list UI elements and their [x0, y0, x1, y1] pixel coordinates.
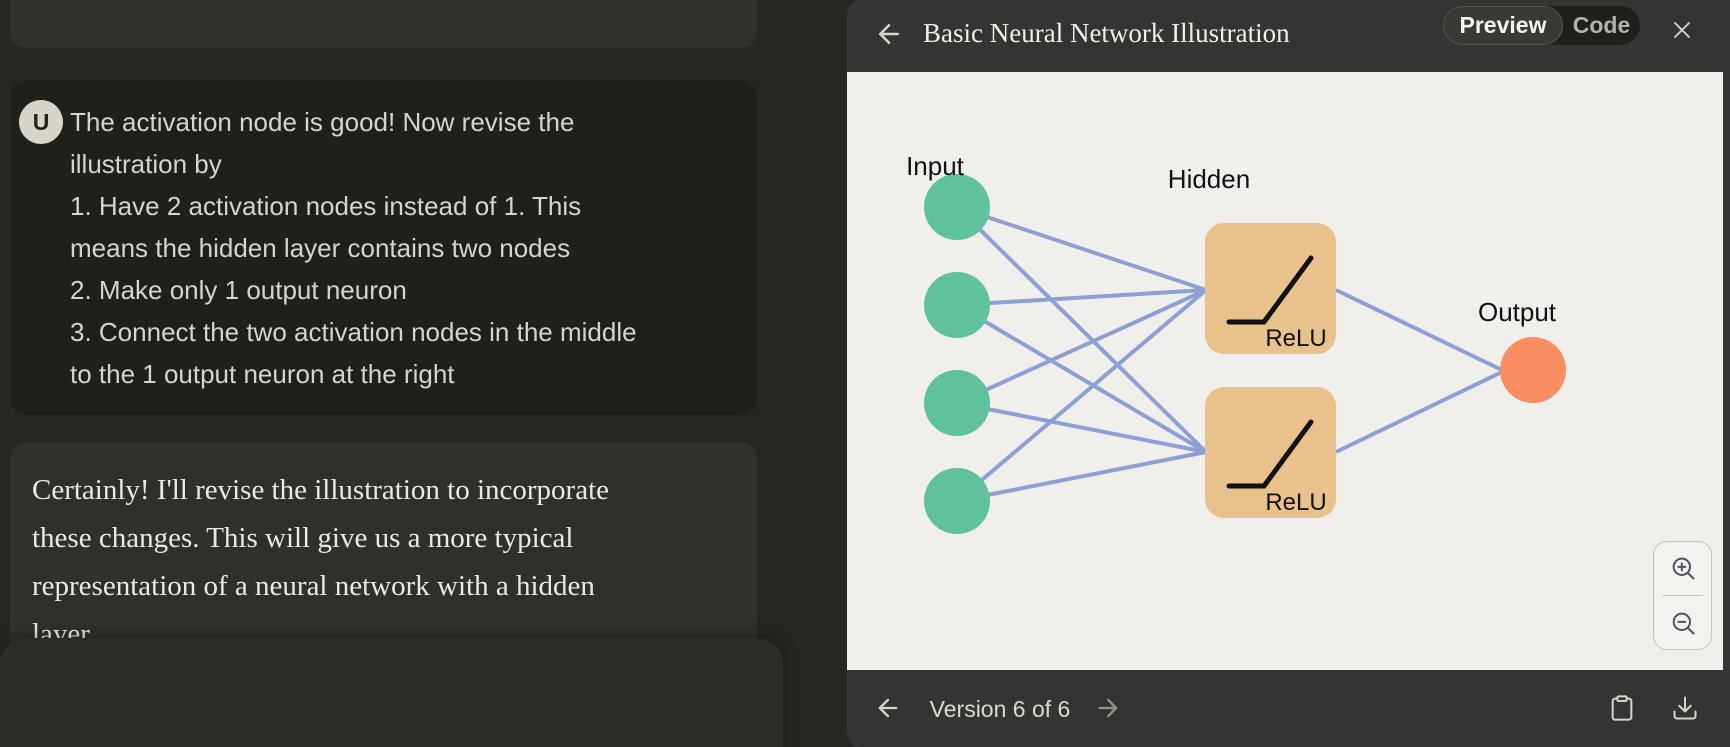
tab-code[interactable]: Code — [1572, 12, 1631, 38]
previous-assistant-message: explain any part of it in more detail! — [10, 0, 757, 48]
download-icon — [1671, 694, 1699, 722]
neural-network-diagram: Input Hidden Output ReLU ReLU — [906, 151, 1566, 534]
version-label: Version 6 of 6 — [929, 696, 1071, 722]
artifact-header: Basic Neural Network Illustration Previe… — [847, 0, 1730, 72]
assistant-message-line: these changes. This will give us a more … — [32, 522, 574, 554]
assistant-message-text: Certainly! I'll revise the illustration … — [32, 466, 609, 658]
zoom-in-icon — [1669, 554, 1697, 582]
arrow-left-icon — [874, 694, 902, 722]
connection-line — [955, 205, 1208, 454]
connection-line — [955, 288, 1208, 503]
download-button[interactable] — [1668, 691, 1702, 725]
user-avatar: U — [19, 100, 63, 144]
zoom-out-icon — [1669, 609, 1697, 637]
connection-line — [956, 401, 1207, 454]
user-message-line: means the hidden layer contains two node… — [70, 233, 571, 263]
user-message-line: 1. Have 2 activation nodes instead of 1.… — [70, 191, 582, 221]
connection-line — [956, 205, 1207, 292]
user-message-line: The activation node is good! Now revise … — [70, 107, 575, 137]
input-label: Input — [906, 151, 965, 181]
arrow-left-icon — [874, 19, 904, 49]
user-message-line: 3. Connect the two activation nodes in t… — [70, 317, 637, 347]
connection-line — [1335, 288, 1505, 373]
input-node — [924, 468, 990, 534]
arrow-right-icon — [1094, 694, 1122, 722]
user-message-line: to the 1 output neuron at the right — [70, 359, 455, 389]
preview-code-toggle: Preview Code — [1443, 6, 1640, 45]
output-node — [1500, 337, 1566, 403]
connection-line — [956, 288, 1207, 307]
connection-line — [956, 450, 1207, 503]
artifact-footer: Version 6 of 6 — [847, 670, 1730, 747]
version-previous-button[interactable] — [871, 691, 905, 725]
version-next-button[interactable] — [1091, 691, 1125, 725]
chat-column: explain any part of it in more detail! U… — [0, 0, 847, 747]
zoom-controls-divider — [1662, 594, 1703, 597]
zoom-out-button[interactable] — [1654, 596, 1711, 649]
user-message-line: 2. Make only 1 output neuron — [70, 275, 407, 305]
assistant-message-line: representation of a neural network with … — [32, 570, 595, 602]
user-message-line: illustration by — [70, 149, 222, 179]
user-message-bubble: U The activation node is good! Now revis… — [10, 80, 757, 415]
close-icon — [1668, 16, 1696, 44]
relu-label: ReLU — [1265, 489, 1326, 516]
connection-lines — [955, 205, 1505, 503]
input-node — [924, 272, 990, 338]
relu-curve — [1226, 419, 1314, 489]
connection-line — [955, 303, 1208, 454]
input-node — [924, 370, 990, 436]
artifact-close-button[interactable] — [1665, 13, 1699, 47]
user-message-text: The activation node is good! Now revise … — [70, 101, 637, 395]
relu-label: ReLU — [1265, 325, 1326, 352]
zoom-in-button[interactable] — [1654, 542, 1711, 595]
connection-line — [956, 288, 1207, 405]
artifact-title: Basic Neural Network Illustration — [923, 18, 1290, 48]
output-label: Output — [1478, 297, 1557, 327]
reply-input-box[interactable]: Reply to Claude... Claude 3.5 Sonnet — [0, 638, 783, 747]
artifact-canvas: Input Hidden Output ReLU ReLU — [847, 72, 1723, 670]
hidden-label: Hidden — [1168, 164, 1250, 194]
artifact-back-button[interactable] — [871, 16, 907, 52]
clipboard-icon — [1608, 694, 1636, 722]
assistant-message-line: Certainly! I'll revise the illustration … — [32, 474, 609, 506]
connection-line — [1335, 369, 1505, 454]
tab-preview[interactable]: Preview — [1443, 6, 1563, 45]
copy-button[interactable] — [1605, 691, 1639, 725]
canvas-zoom-controls — [1653, 541, 1712, 650]
relu-curve — [1226, 255, 1314, 325]
artifact-panel: Basic Neural Network Illustration Previe… — [847, 0, 1730, 747]
input-node — [924, 174, 990, 240]
